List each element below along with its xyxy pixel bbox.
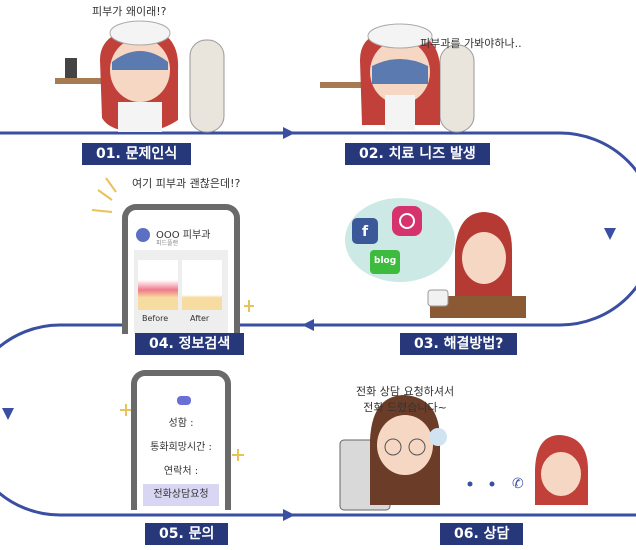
step-label-01: 01. 문제인식 bbox=[82, 143, 192, 165]
name-field-label: 성함 : bbox=[168, 418, 194, 429]
contact-field-label: 연락처 : bbox=[163, 466, 199, 477]
clinic-name: OOO 피부과 bbox=[156, 230, 211, 241]
facebook-icon bbox=[352, 218, 378, 244]
facebook-letter: f bbox=[362, 224, 369, 240]
speech-line: 전화 상담 요청하셔서 bbox=[356, 385, 455, 398]
step-label-04: 04. 정보검색 bbox=[135, 333, 245, 355]
blog-icon bbox=[370, 250, 400, 274]
phone-search: OOO 피부과 피드플랜 Before After bbox=[122, 204, 240, 334]
speech-text: 피부과를 가봐야하나.. bbox=[420, 37, 522, 50]
speech-text: 전화 상담 요청하셔서 전화 드렸습니다~ bbox=[356, 384, 454, 416]
step-label-02: 02. 치료 니즈 발생 bbox=[345, 143, 490, 165]
speech-line: 전화 드렸습니다~ bbox=[363, 401, 447, 414]
clinic-sub: 피드플랜 bbox=[156, 240, 179, 247]
arrow-icon bbox=[2, 408, 14, 420]
before-after-card: Before After bbox=[134, 250, 228, 334]
arrow-icon bbox=[302, 319, 314, 331]
phone-form: 성함 : 통화희망시간 : 연락처 : 전화상담요청 bbox=[131, 370, 231, 510]
step-label-06: 06. 상담 bbox=[440, 523, 524, 545]
character-worried bbox=[320, 23, 475, 133]
clinic-avatar bbox=[136, 228, 150, 242]
speech-text: 피부가 왜이래!? bbox=[92, 5, 167, 18]
chat-icon bbox=[177, 396, 191, 405]
instagram-icon bbox=[392, 206, 422, 236]
sparkle-icon bbox=[91, 177, 254, 461]
blog-label: blog bbox=[374, 256, 397, 266]
arrow-icon bbox=[604, 228, 616, 240]
arrow-icon bbox=[283, 127, 295, 139]
after-image bbox=[182, 260, 222, 310]
before-label: Before bbox=[142, 314, 169, 323]
character-counselor: ✆ bbox=[339, 395, 588, 511]
before-image bbox=[138, 260, 178, 310]
step-label-03: 03. 해결방법? bbox=[400, 333, 518, 355]
phone-icon: ✆ bbox=[512, 476, 524, 492]
character-thinking bbox=[345, 198, 526, 318]
speech-text: 여기 피부과 괜찮은데!? bbox=[132, 177, 241, 190]
arrow-icon bbox=[283, 509, 295, 521]
character-surprised bbox=[55, 20, 225, 133]
step-label-05: 05. 문의 bbox=[145, 523, 229, 545]
call-request-button[interactable]: 전화상담요청 bbox=[143, 484, 219, 506]
time-field-label: 통화희망시간 : bbox=[150, 442, 212, 453]
after-label: After bbox=[190, 314, 210, 323]
